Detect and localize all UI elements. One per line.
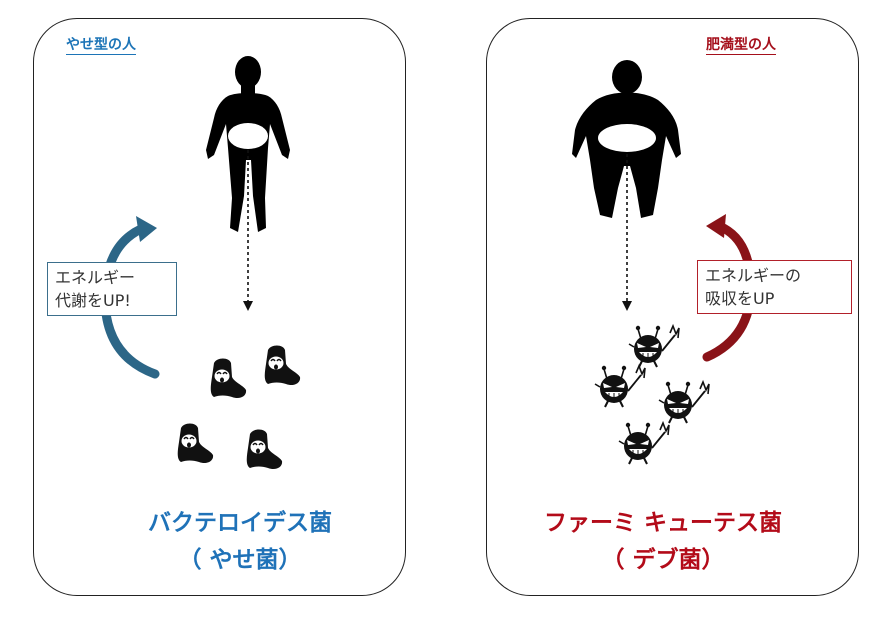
lean-bacteria-icon (177, 344, 301, 470)
lean-bacteria-name: バクテロイデス菌 (148, 510, 332, 536)
obese-note-line1: エネルギーの (705, 266, 802, 285)
fat-person-icon (572, 60, 681, 218)
right-arrowhead (622, 301, 632, 311)
lean-note-line2: 代謝をUP! (55, 291, 131, 310)
obese-bacteria-nickname: （ デブ菌） (601, 547, 725, 573)
obese-note-line2: 吸収をUP (705, 289, 775, 308)
obese-bacteria-name: ファーミ キューテス菌 (543, 510, 782, 536)
thin-person-icon (206, 56, 290, 232)
obese-panel-title: 肥満型の人 (706, 37, 776, 55)
lean-energy-note: エネルギー 代謝をUP! (47, 262, 177, 316)
devil-bacteria-icon (594, 324, 710, 465)
lean-panel (33, 18, 406, 596)
obese-energy-note: エネルギーの 吸収をUP (697, 260, 852, 314)
obese-panel (486, 18, 859, 596)
lean-panel-title: やせ型の人 (66, 37, 136, 55)
left-arrowhead (243, 301, 253, 311)
lean-bacteria-nickname: （ やせ菌） (178, 547, 302, 573)
lean-note-line1: エネルギー (55, 268, 136, 287)
